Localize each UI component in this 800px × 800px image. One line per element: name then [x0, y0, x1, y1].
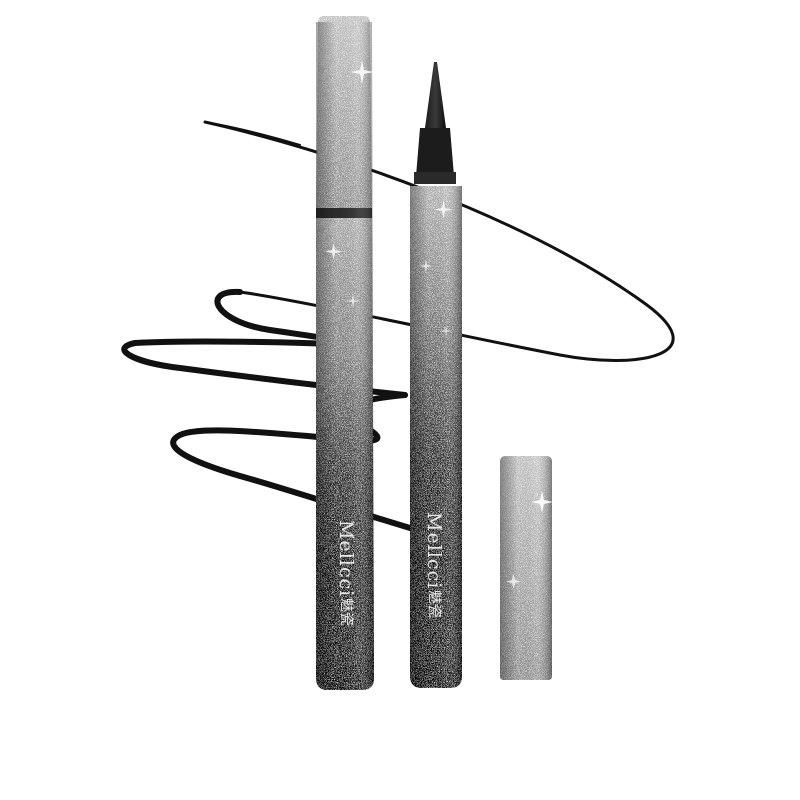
eyeliner-swatch-scribble	[121, 120, 675, 531]
brand-cn-text-pen2: 魅瓷	[426, 590, 442, 618]
brand-cn-text-pen1: 魅瓷	[338, 598, 354, 626]
eyeliner-cap-icon	[500, 456, 553, 680]
brand-logo-text-pen2: Mellcci	[423, 512, 445, 589]
eyeliner-pen-open-icon: Mellcci 魅瓷	[410, 62, 462, 688]
brand-logo-text-pen1: Mellcci	[335, 520, 357, 597]
eyeliner-pen-capped-icon: Mellcci 魅瓷	[316, 16, 374, 690]
